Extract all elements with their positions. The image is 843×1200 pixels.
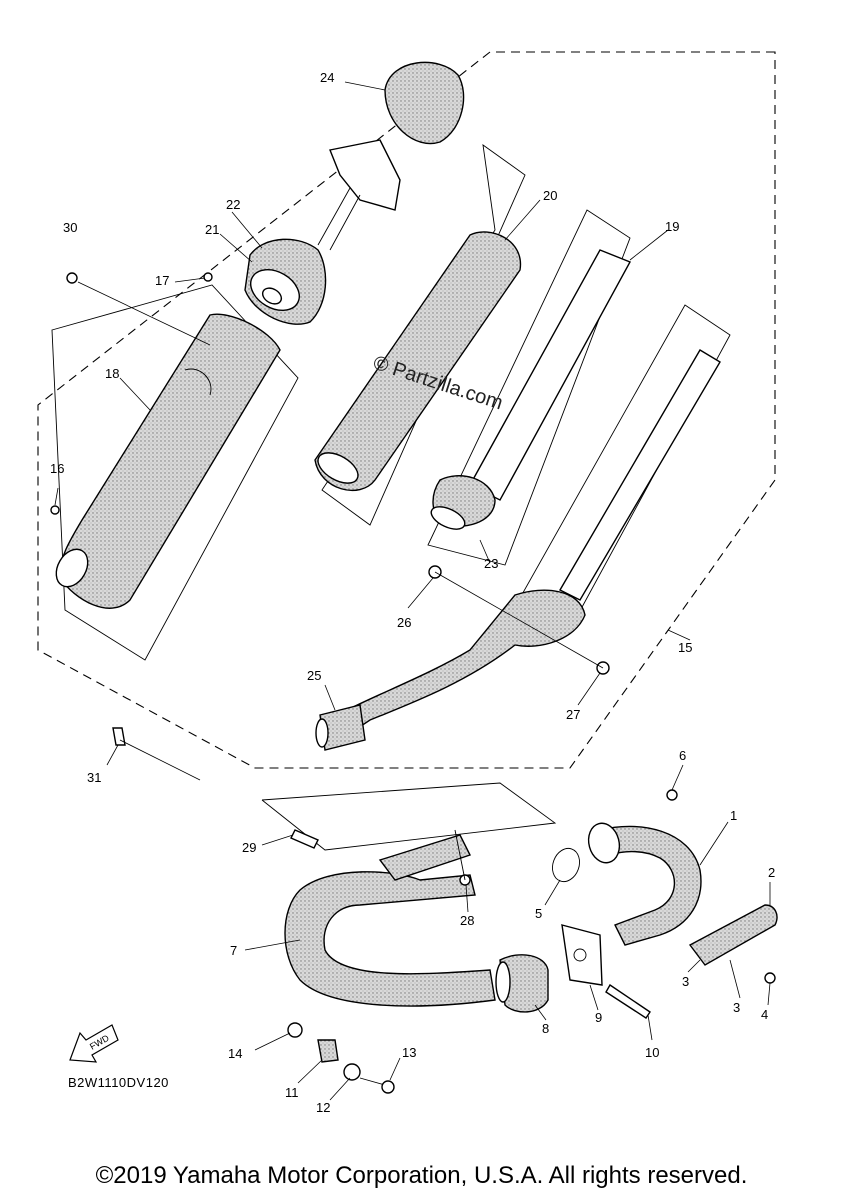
end-cap-24 (317, 61, 465, 251)
flange-9 (561, 924, 603, 986)
callout-16: 16 (50, 461, 64, 476)
end-cap-22 (244, 238, 327, 325)
leader-31 (119, 739, 201, 781)
callout-19: 19 (665, 219, 679, 234)
callout-10: 10 (645, 1045, 659, 1060)
header-pipe-1 (587, 822, 702, 946)
callout-29: 29 (242, 840, 256, 855)
callout-leaders (54, 81, 771, 1101)
callout-24: 24 (320, 70, 334, 85)
callout-31: 31 (87, 770, 101, 785)
callout-18: 18 (105, 366, 119, 381)
callout-8: 8 (542, 1021, 549, 1036)
callout-21: 21 (205, 222, 219, 237)
fwd-arrow-icon: FWD (69, 1024, 119, 1063)
callout-17: 17 (155, 273, 169, 288)
callout-4: 4 (761, 1007, 768, 1022)
gasket-5 (552, 847, 580, 883)
muffler-body-18 (55, 313, 281, 609)
callout-27: 27 (566, 707, 580, 722)
gasket-8 (495, 954, 549, 1013)
leader-30 (77, 281, 211, 346)
inner-pipe-20 (314, 231, 522, 491)
callout-numbers: 1 2 3 3 4 5 6 7 8 9 10 11 12 13 14 15 16… (50, 70, 775, 1115)
inner-pipe-bracket-19 (427, 209, 631, 566)
callout-5: 5 (535, 906, 542, 921)
callout-11: 11 (285, 1085, 299, 1100)
callout-20: 20 (543, 188, 557, 203)
callout-6: 6 (679, 748, 686, 763)
callout-3a: 3 (682, 974, 689, 989)
callout-15: 15 (678, 640, 692, 655)
callout-12: 12 (316, 1100, 330, 1115)
callout-22: 22 (226, 197, 240, 212)
callout-26: 26 (397, 615, 411, 630)
callout-14: 14 (228, 1046, 242, 1061)
diagram-code: B2W1110DV120 (68, 1075, 169, 1090)
copyright-notice: ©2019 Yamaha Motor Corporation, U.S.A. A… (95, 1162, 748, 1189)
mount-rod-28 (454, 829, 466, 881)
callout-2: 2 (768, 865, 775, 880)
protector-2 (688, 904, 778, 966)
callout-30: 30 (63, 220, 77, 235)
callout-7: 7 (230, 943, 237, 958)
hardware (50, 272, 776, 1094)
callout-28: 28 (460, 913, 474, 928)
leader-26-27 (434, 571, 604, 669)
inner-pipe-19 (430, 249, 631, 530)
callout-1: 1 (730, 808, 737, 823)
head-pipe-7 (284, 834, 496, 1007)
callout-13: 13 (402, 1045, 416, 1060)
callout-9: 9 (595, 1010, 602, 1025)
callout-23: 23 (484, 556, 498, 571)
callout-3b: 3 (733, 1000, 740, 1015)
callout-25: 25 (307, 668, 321, 683)
exhaust-pipe-15 (315, 349, 721, 751)
